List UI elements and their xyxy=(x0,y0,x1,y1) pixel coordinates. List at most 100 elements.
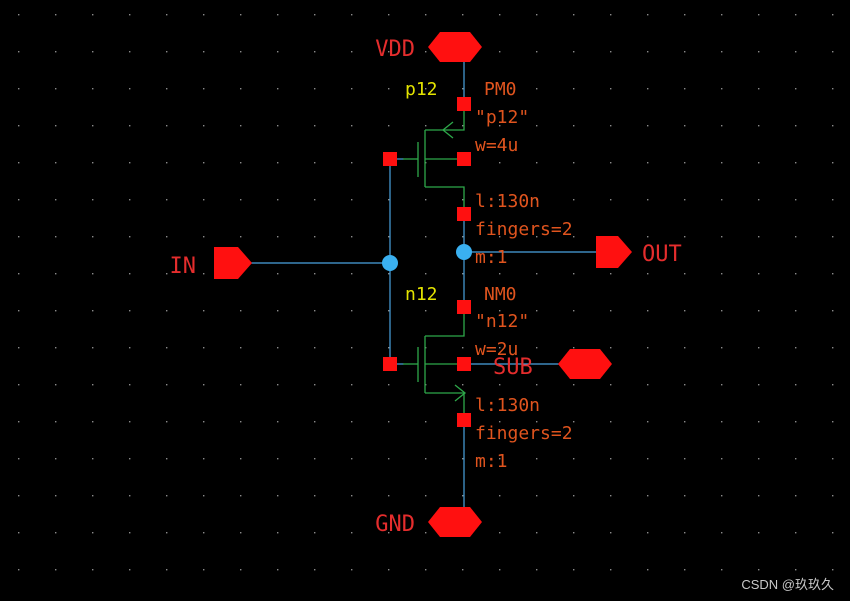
watermark: CSDN @玖玖久 xyxy=(741,577,834,592)
grid-dot xyxy=(314,162,316,164)
grid-dot xyxy=(18,199,20,201)
grid-dot xyxy=(684,347,686,349)
grid-dot xyxy=(425,532,427,534)
grid-dot xyxy=(166,199,168,201)
grid-dot xyxy=(795,569,797,571)
grid-dot xyxy=(684,236,686,238)
grid-dot xyxy=(351,236,353,238)
grid-dot xyxy=(647,162,649,164)
grid-dot xyxy=(18,273,20,275)
grid-dot xyxy=(314,421,316,423)
grid-dot xyxy=(647,421,649,423)
grid-dot xyxy=(314,532,316,534)
grid-dot xyxy=(425,421,427,423)
out-pin[interactable] xyxy=(596,236,632,268)
pmos-drain-terminal[interactable] xyxy=(457,97,471,111)
grid-dot xyxy=(499,421,501,423)
terminals xyxy=(383,97,471,427)
grid-dot xyxy=(203,199,205,201)
grid-dot xyxy=(462,347,464,349)
grid-dot xyxy=(277,347,279,349)
grid-dot xyxy=(18,88,20,90)
grid-dot xyxy=(647,532,649,534)
pmos-transistor[interactable] xyxy=(403,104,465,214)
grid-dot xyxy=(610,384,612,386)
grid-dot xyxy=(536,569,538,571)
grid-dot xyxy=(425,495,427,497)
grid-dot xyxy=(129,162,131,164)
grid-dot xyxy=(684,532,686,534)
grid-dot xyxy=(610,347,612,349)
grid-dot xyxy=(18,51,20,53)
pmos-instance-label: PM0 xyxy=(484,79,517,100)
grid-dot xyxy=(647,51,649,53)
grid-dot xyxy=(55,273,57,275)
grid-dot xyxy=(277,162,279,164)
nmos-fingers-label: fingers=2 xyxy=(475,423,573,444)
grid-dot xyxy=(425,310,427,312)
grid-dot xyxy=(758,51,760,53)
grid-dot xyxy=(92,125,94,127)
grid-dot xyxy=(203,347,205,349)
pmos-body-terminal[interactable] xyxy=(457,152,471,166)
grid-dot xyxy=(388,88,390,90)
grid-dot xyxy=(55,458,57,460)
grid-dot xyxy=(351,273,353,275)
grid-dot xyxy=(277,569,279,571)
junction-out xyxy=(456,244,472,260)
in-pin[interactable] xyxy=(214,247,252,279)
grid-dot xyxy=(795,384,797,386)
grid-dot xyxy=(240,51,242,53)
grid-dot xyxy=(721,569,723,571)
grid-dot xyxy=(647,199,649,201)
grid-dot xyxy=(351,458,353,460)
grid-dot xyxy=(240,162,242,164)
grid-dot xyxy=(18,347,20,349)
grid-dot xyxy=(758,384,760,386)
grid-dot xyxy=(166,347,168,349)
grid-dot xyxy=(610,458,612,460)
grid-dot xyxy=(721,347,723,349)
grid-dot xyxy=(240,384,242,386)
grid-dot xyxy=(758,532,760,534)
grid-dot xyxy=(351,125,353,127)
grid-dot xyxy=(240,88,242,90)
grid-dot xyxy=(795,14,797,16)
grid-dot xyxy=(129,273,131,275)
nmos-source-terminal[interactable] xyxy=(457,413,471,427)
grid-dot xyxy=(166,273,168,275)
grid-dot xyxy=(277,88,279,90)
nmos-body-terminal[interactable] xyxy=(457,357,471,371)
vdd-pin[interactable] xyxy=(428,32,482,62)
grid-dot xyxy=(92,384,94,386)
pmos-l-label: l:130n xyxy=(475,191,540,212)
grid-dot xyxy=(573,51,575,53)
gnd-pin[interactable] xyxy=(428,507,482,537)
grid-dot xyxy=(203,495,205,497)
nmos-drain-terminal[interactable] xyxy=(457,300,471,314)
pmos-gate-terminal[interactable] xyxy=(383,152,397,166)
grid-dot xyxy=(18,14,20,16)
grid-dot xyxy=(129,14,131,16)
grid-dot xyxy=(462,199,464,201)
grid-dot xyxy=(795,125,797,127)
sub-pin[interactable] xyxy=(558,349,612,379)
pmos-fingers-label: fingers=2 xyxy=(475,219,573,240)
io-pins xyxy=(214,32,632,537)
grid-dot xyxy=(462,125,464,127)
pmos-source-terminal[interactable] xyxy=(457,207,471,221)
grid-dot xyxy=(129,310,131,312)
grid-dot xyxy=(721,236,723,238)
grid-dot xyxy=(610,310,612,312)
grid-dot xyxy=(795,273,797,275)
grid-dot xyxy=(55,51,57,53)
grid-dot xyxy=(55,532,57,534)
nmos-transistor[interactable] xyxy=(403,307,467,420)
grid-dot xyxy=(684,384,686,386)
grid-dots xyxy=(18,14,834,571)
nmos-gate-terminal[interactable] xyxy=(383,357,397,371)
grid-dot xyxy=(832,532,834,534)
grid-dot xyxy=(388,236,390,238)
grid-dot xyxy=(647,458,649,460)
grid-dot xyxy=(277,199,279,201)
